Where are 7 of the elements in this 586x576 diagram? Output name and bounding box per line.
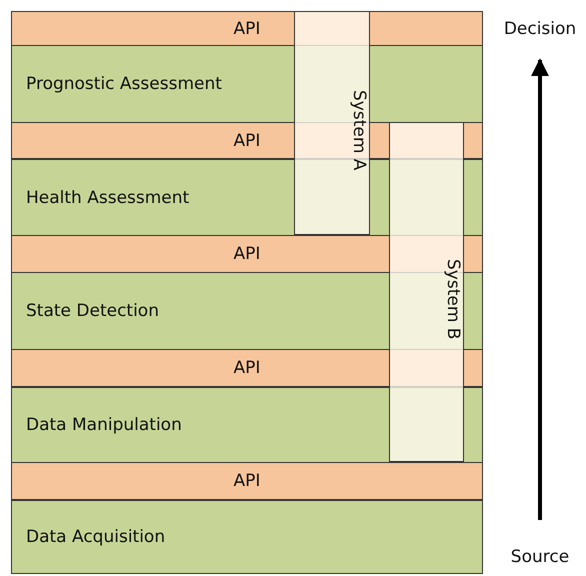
axis-end-label: Source: [495, 540, 585, 574]
system-column: System A: [294, 11, 370, 235]
api-layer-band: API: [11, 462, 483, 500]
system-column: System B: [389, 122, 464, 462]
layer-band: Data Acquisition: [11, 500, 483, 574]
upward-arrow: [531, 58, 549, 520]
axis-end-label: Decision: [495, 12, 585, 46]
